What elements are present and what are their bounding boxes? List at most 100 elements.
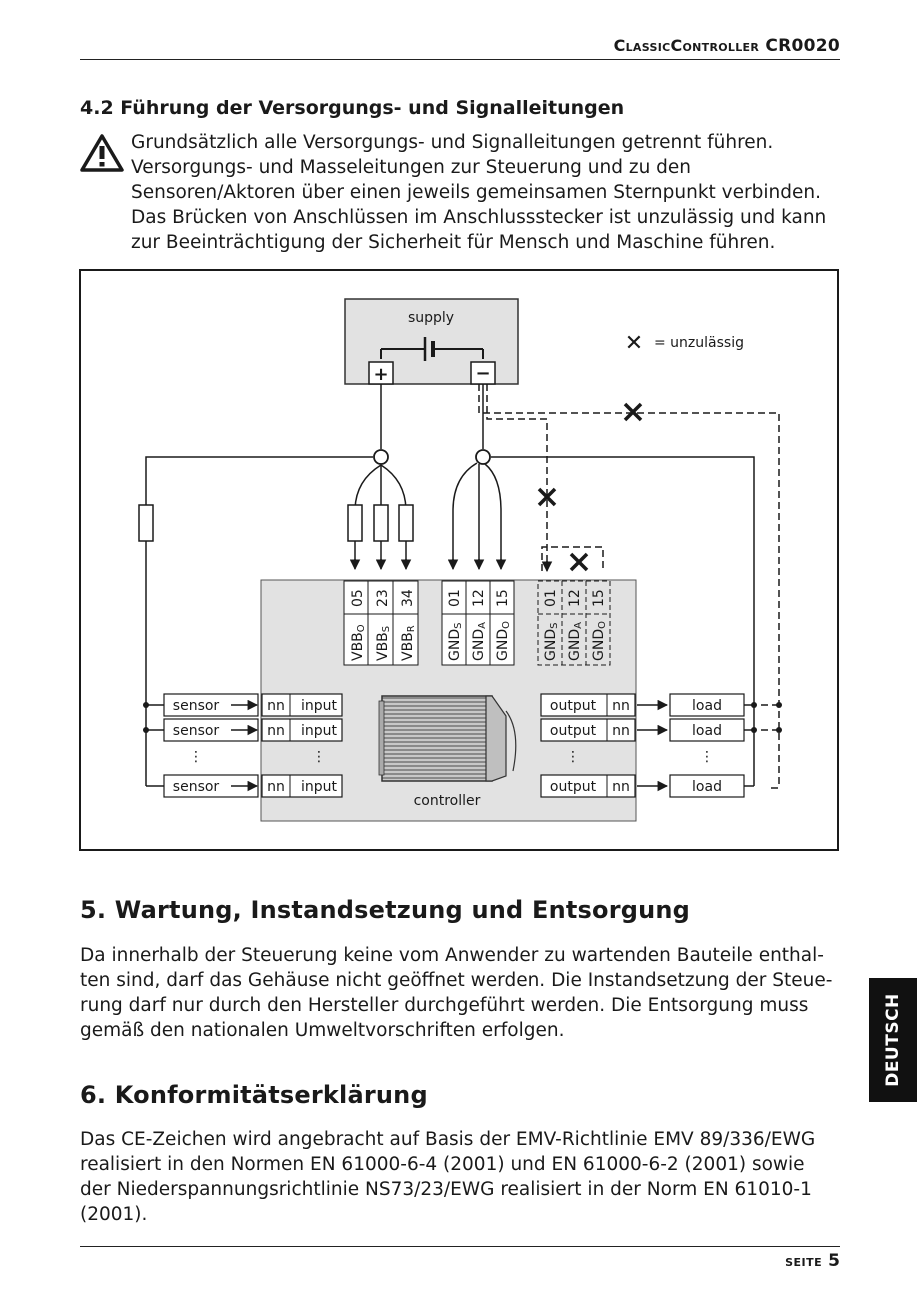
load-ellipsis: ⋮	[700, 749, 714, 765]
plus-symbol: +	[373, 364, 388, 385]
plus-star-point	[373, 449, 389, 465]
wiring-diagram-svg: supply + − ✕ = unzulässig	[138, 298, 782, 822]
paragraph-line: gemäß den nationalen Umweltvorschriften …	[80, 1020, 565, 1041]
pin-gndo-dashed-label: GNDO	[591, 621, 608, 661]
sensor-label: sensor	[173, 698, 220, 714]
pin-gndo-dashed-num: 15	[591, 589, 607, 607]
sensor-row: sensor	[143, 693, 259, 717]
output-label: output	[550, 698, 597, 714]
forbidden-x-icon	[537, 402, 643, 572]
pin-gnda-num: 12	[471, 589, 487, 607]
paragraph-line: Das CE-Zeichen wird angebracht auf Basis…	[80, 1129, 816, 1150]
pin-vbbs-num: 23	[375, 589, 391, 607]
pin-vbbr-label: VBBR	[400, 625, 417, 661]
warning-line: Sensoren/Aktoren über einen jeweils geme…	[131, 182, 821, 203]
section-5-text: Da innerhalb der Steuerung keine vom Anw…	[80, 943, 840, 1043]
pin-vbbo-label: VBBO	[350, 624, 367, 661]
language-side-tab: DEUTSCH	[869, 978, 917, 1102]
input-nn-label: nn	[267, 779, 285, 795]
input-row: nn input	[261, 774, 343, 798]
sensor-label: sensor	[173, 723, 220, 739]
header-model: CR0020	[765, 36, 840, 56]
output-nn-label: nn	[612, 779, 630, 795]
section-6-heading: 6. Konformitätserklärung	[80, 1081, 428, 1109]
output-label: output	[550, 723, 597, 739]
minus-symbol: −	[475, 363, 490, 384]
header-product-line: ClassicController	[613, 36, 760, 55]
pin-vbbr-num: 34	[400, 589, 416, 607]
output-ellipsis: ⋮	[566, 749, 580, 765]
output-row: output nn	[540, 718, 669, 742]
input-row: nn input	[261, 693, 343, 717]
footer-rule	[80, 1246, 840, 1247]
supply-arrows	[349, 559, 507, 571]
section-4-2-heading: 4.2 Führung der Versorgungs- und Signall…	[80, 97, 625, 119]
pin-gnds-dashed-num: 01	[543, 589, 559, 607]
input-label: input	[301, 698, 338, 714]
legend-x-icon: ✕	[625, 331, 643, 356]
load-label: load	[692, 779, 722, 795]
warning-line: Grundsätzlich alle Versorgungs- und Sign…	[131, 132, 774, 153]
paragraph-line: realisiert in den Normen EN 61000-6-4 (2…	[80, 1154, 805, 1175]
page-number: 5	[828, 1251, 840, 1271]
running-header: ClassicController CR0020	[614, 36, 840, 56]
load-label: load	[692, 723, 722, 739]
pin-gnds-num: 01	[447, 589, 463, 607]
input-nn-label: nn	[267, 723, 285, 739]
header-rule	[80, 59, 840, 60]
page-word: SEITE	[785, 1256, 823, 1269]
output-row: output nn	[540, 774, 669, 798]
minus-star-point	[475, 449, 491, 465]
warning-triangle-icon	[80, 134, 124, 172]
sensor-row: sensor	[143, 718, 259, 742]
input-label: input	[301, 779, 338, 795]
input-ellipsis: ⋮	[312, 749, 326, 765]
warning-line: Versorgungs- und Masseleitungen zur Steu…	[131, 157, 692, 178]
sensor-ellipsis: ⋮	[189, 749, 203, 765]
pin-gnds-label: GNDS	[447, 623, 464, 661]
load-label: load	[692, 698, 722, 714]
supply-label: supply	[408, 310, 454, 326]
input-label: input	[301, 723, 338, 739]
output-nn-label: nn	[612, 723, 630, 739]
fuse-vbbo	[347, 504, 363, 542]
pin-gnda-dashed-num: 12	[567, 589, 583, 607]
warning-text: Grundsätzlich alle Versorgungs- und Sign…	[131, 130, 841, 255]
vbb-connector: 05 23 34 VBBO VBBS VBBR	[343, 580, 419, 666]
controller-label: controller	[414, 793, 481, 809]
paragraph-line: der Niederspannungsrichtlinie NS73/23/EW…	[80, 1179, 812, 1200]
load-row: load	[669, 774, 745, 798]
paragraph-line: Da innerhalb der Steuerung keine vom Anw…	[80, 945, 824, 966]
paragraph-line: rung darf nur durch den Hersteller durch…	[80, 995, 809, 1016]
controller-device-icon	[378, 695, 517, 782]
wiring-diagram: supply + − ✕ = unzulässig	[79, 269, 839, 851]
pin-gnda-dashed-label: GNDA	[567, 622, 584, 661]
gnd-dashed-connector: 01 12 15 GNDS GNDA GNDO	[537, 580, 611, 666]
section-6-text: Das CE-Zeichen wird angebracht auf Basis…	[80, 1127, 840, 1227]
warning-line: zur Beeinträchtigung der Sicherheit für …	[131, 232, 776, 253]
pin-vbbo-num: 05	[350, 589, 366, 607]
page-footer: SEITE 5	[785, 1251, 840, 1271]
load-row: load	[669, 693, 782, 717]
fuse-vbbr	[398, 504, 414, 542]
input-row: nn input	[261, 718, 343, 742]
legend-text: = unzulässig	[654, 335, 744, 351]
load-row: load	[669, 718, 782, 742]
language-label: DEUTSCH	[883, 993, 903, 1087]
battery-icon	[380, 337, 484, 361]
output-label: output	[550, 779, 597, 795]
sensor-label: sensor	[173, 779, 220, 795]
gnd-connector: 01 12 15 GNDS GNDA GNDO	[441, 580, 515, 666]
pin-gnda-label: GNDA	[471, 622, 488, 661]
pin-gnds-dashed-label: GNDS	[543, 623, 560, 661]
paragraph-line: ten sind, darf das Gehäuse nicht geöffne…	[80, 970, 833, 991]
warning-line: Das Brücken von Anschlüssen im Anschluss…	[131, 207, 827, 228]
output-row: output nn	[540, 693, 669, 717]
fuse-vbbs	[373, 504, 389, 542]
paragraph-line: (2001).	[80, 1204, 148, 1225]
output-nn-label: nn	[612, 698, 630, 714]
input-nn-label: nn	[267, 698, 285, 714]
pin-gndo-label: GNDO	[495, 621, 512, 661]
sensor-row: sensor	[163, 774, 259, 798]
pin-vbbs-label: VBBS	[375, 626, 392, 661]
